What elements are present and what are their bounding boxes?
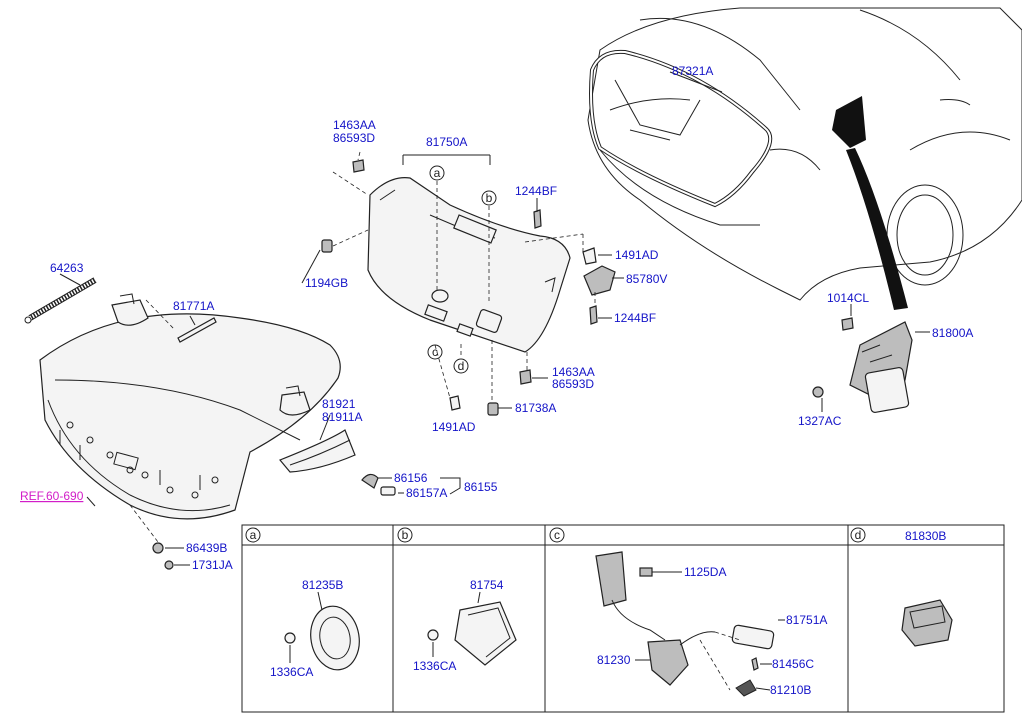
label-81800A[interactable]: 81800A — [932, 326, 973, 340]
panel-a-circle — [245, 527, 261, 543]
panel-d-letter: d — [855, 528, 862, 542]
trim-panel — [367, 177, 571, 353]
panel-a-sub[interactable]: 1336CA — [270, 665, 313, 679]
panel-c-81230[interactable]: 81230 — [597, 653, 631, 667]
label-81750A[interactable]: 81750A — [426, 135, 467, 149]
label-81771A[interactable]: 81771A — [173, 299, 214, 313]
marker-c-circle — [427, 344, 443, 360]
panel-c-81456C[interactable]: 81456C — [772, 657, 814, 671]
panel-b-part[interactable]: 81754 — [470, 578, 504, 592]
label-86593D-top[interactable]: 86593D — [333, 131, 375, 145]
marker-b-circle — [481, 190, 497, 206]
bolt-1327AC — [812, 386, 824, 398]
screw-1463AA-top — [352, 159, 365, 173]
marker-d-circle — [453, 358, 469, 374]
actuator-85780V — [583, 265, 616, 296]
label-81738A[interactable]: 81738A — [515, 401, 556, 415]
latch-81230 — [647, 639, 689, 686]
lock-unit — [595, 551, 627, 607]
label-1463AA-top[interactable]: 1463AA — [333, 118, 376, 132]
detail-panels — [241, 524, 1005, 713]
label-86157A[interactable]: 86157A — [406, 486, 447, 500]
label-64263[interactable]: 64263 — [50, 261, 84, 275]
panel-c-81751A[interactable]: 81751A — [786, 613, 827, 627]
label-1014CL[interactable]: 1014CL — [827, 291, 869, 305]
panel-a-letter: a — [250, 528, 257, 542]
panel-a: a 81235B 1336CA — [245, 527, 360, 679]
bolt-1244BF-top — [533, 209, 542, 229]
cable-guide — [279, 429, 356, 473]
latch-assembly-81800A — [849, 321, 913, 413]
panel-c-circle — [549, 527, 565, 543]
panel-b: b 81754 1336CA — [397, 527, 517, 673]
label-87321A[interactable]: 87321A — [672, 64, 713, 78]
leader-lines — [59, 71, 930, 566]
label-1244BF-top[interactable]: 1244BF — [515, 184, 557, 198]
label-1491AD-low[interactable]: 1491AD — [432, 420, 476, 434]
label-1194GB[interactable]: 1194GB — [305, 276, 348, 290]
marker-d: d — [458, 359, 465, 373]
panel-c-1125DA[interactable]: 1125DA — [684, 565, 726, 579]
stopper-86157A — [380, 486, 396, 496]
marker-a: a — [434, 166, 441, 180]
label-1327AC[interactable]: 1327AC — [798, 414, 842, 428]
panel-b-sub[interactable]: 1336CA — [413, 659, 456, 673]
panel-b-letter: b — [402, 528, 409, 542]
stopper-86156 — [361, 473, 379, 489]
callout-wedge — [846, 148, 908, 310]
latch-area-marker — [832, 96, 866, 148]
marker-c: c — [432, 345, 438, 359]
clip-1194GB — [321, 239, 333, 253]
screw-1463AA-low — [519, 369, 532, 385]
torsion-spring — [24, 277, 97, 324]
trunk-weatherstrip — [589, 49, 773, 208]
ref-link[interactable]: REF.60-690 — [20, 489, 84, 503]
panel-c: c 1125DA 81230 81751A 81456C 81210B — [549, 527, 827, 697]
label-1491AD-right[interactable]: 1491AD — [615, 248, 659, 262]
lid-rod — [177, 317, 217, 343]
label-86593D-low[interactable]: 86593D — [552, 377, 594, 391]
label-85780V[interactable]: 85780V — [626, 272, 667, 286]
panel-b-circle — [397, 527, 413, 543]
panel-d: d 81830B — [850, 527, 953, 647]
panel-c-letter: c — [554, 528, 560, 542]
label-81921[interactable]: 81921 — [322, 397, 356, 411]
label-1244BF-low[interactable]: 1244BF — [614, 311, 656, 325]
hinge-right — [279, 385, 311, 416]
switch-81830B — [901, 599, 953, 647]
label-86155[interactable]: 86155 — [464, 480, 498, 494]
hinge-left — [111, 293, 149, 326]
label-86156[interactable]: 86156 — [394, 471, 428, 485]
label-86439B[interactable]: 86439B — [186, 541, 227, 555]
nut-1014CL — [841, 317, 854, 331]
panel-d-circle — [850, 527, 866, 543]
panel-c-81210B[interactable]: 81210B — [770, 683, 811, 697]
trunk-lid — [39, 313, 341, 520]
clip-1491AD-right — [582, 247, 597, 265]
marker-b: b — [486, 191, 493, 205]
marker-a-circle — [429, 165, 445, 181]
label-1731JA[interactable]: 1731JA — [192, 558, 233, 572]
bolt-1244BF-low — [589, 305, 598, 325]
panel-a-part[interactable]: 81235B — [302, 578, 343, 592]
label-1463AA-low[interactable]: 1463AA — [552, 365, 595, 379]
panel-d-title[interactable]: 81830B — [905, 529, 946, 543]
plug-86439B — [152, 542, 164, 554]
bumper-81738A — [487, 402, 499, 416]
label-81911A[interactable]: 81911A — [322, 410, 362, 424]
part-labels: 87321A 1463AA 86593D 81750A 1244BF 1491A… — [20, 64, 973, 572]
clip-1491AD-low — [449, 395, 461, 411]
nut-1731JA — [164, 560, 174, 570]
